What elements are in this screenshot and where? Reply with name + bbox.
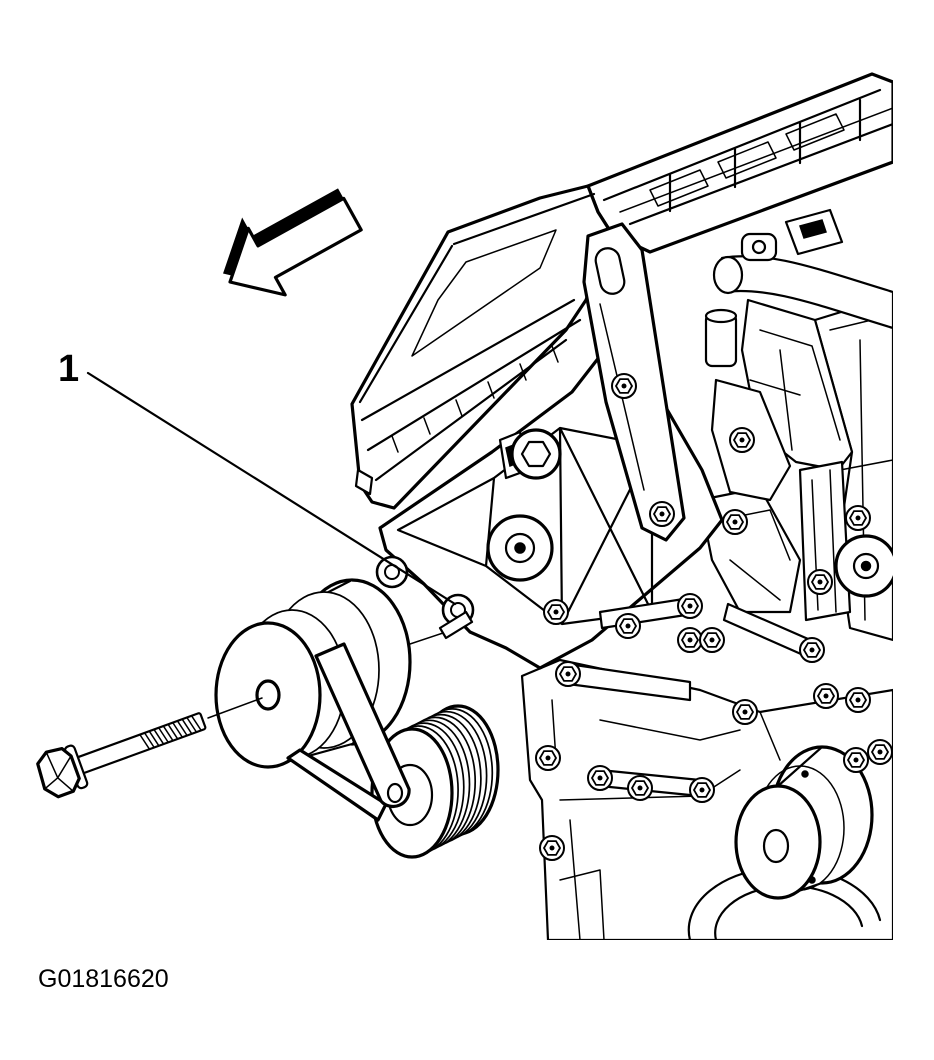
bolt-thread bbox=[139, 715, 202, 750]
bolt-head bbox=[732, 699, 758, 725]
bolt-alignment-line bbox=[207, 697, 263, 719]
bolt-head bbox=[813, 683, 839, 709]
bolt-head bbox=[845, 505, 871, 531]
cam-cover-panel bbox=[411, 229, 557, 357]
tensioner-arm bbox=[314, 642, 411, 809]
intake-manifold-fin bbox=[619, 107, 893, 213]
bolt-head bbox=[615, 613, 641, 639]
cam-cover-edge-line bbox=[358, 192, 596, 482]
bolt-head bbox=[627, 775, 653, 801]
bolt-head bbox=[799, 637, 825, 663]
engine-assembly bbox=[350, 72, 893, 940]
bolt-head bbox=[543, 599, 569, 625]
tensioner-bolt bbox=[36, 712, 207, 799]
right-bracket-line bbox=[749, 329, 841, 451]
tensioner-alignment-line bbox=[403, 631, 447, 647]
callout-label: 1 bbox=[58, 348, 79, 390]
right-idler-pulley-bolt-hole bbox=[860, 560, 872, 572]
cam-cover-stud bbox=[354, 468, 374, 496]
tensioner-arm-pivot-hole bbox=[386, 782, 404, 804]
lift-bracket-slot bbox=[594, 247, 626, 295]
bolt-head bbox=[699, 627, 725, 653]
bolt-head bbox=[677, 593, 703, 619]
bolt-head bbox=[555, 661, 581, 687]
bolt-head bbox=[729, 427, 755, 453]
bolt-head bbox=[677, 627, 703, 653]
bolt-head bbox=[539, 835, 565, 861]
bolt-head bbox=[611, 373, 637, 399]
direction-arrow-icon bbox=[223, 188, 363, 297]
tensioner-pulley-bolt-hole bbox=[255, 679, 281, 711]
coolant-hose-end bbox=[712, 255, 744, 295]
idler-pulley-bolt-hole bbox=[514, 542, 526, 554]
callout-leader-line bbox=[86, 371, 457, 606]
cam-position-sensor-hex bbox=[520, 440, 552, 468]
water-pump-pulley-bolt-hole bbox=[808, 876, 816, 884]
bolt-head bbox=[535, 745, 561, 771]
bolt-head bbox=[689, 777, 715, 803]
sensor-connector-latch bbox=[799, 219, 827, 239]
fuel-injector-cap bbox=[704, 308, 738, 324]
cam-cover-rib bbox=[391, 345, 559, 453]
water-pump-pulley-bolt-hole bbox=[801, 770, 809, 778]
bolt-head bbox=[867, 739, 893, 765]
intake-manifold bbox=[586, 72, 893, 254]
bolt-head bbox=[807, 569, 833, 595]
bolt-head bbox=[722, 509, 748, 535]
bolt-head bbox=[843, 747, 869, 773]
water-pump-pulley-hub bbox=[762, 828, 790, 864]
bolt-shank bbox=[75, 712, 207, 775]
right-column bbox=[798, 460, 852, 622]
bolt-head bbox=[587, 765, 613, 791]
figure-id: G01816620 bbox=[38, 965, 169, 993]
tensioner-dowel bbox=[438, 610, 474, 640]
bolt-head bbox=[845, 687, 871, 713]
bolt-head bbox=[649, 501, 675, 527]
hose-clamp-screw bbox=[751, 239, 767, 255]
drive-belt-tensioner bbox=[36, 578, 500, 859]
direction-arrow-face bbox=[228, 196, 363, 297]
bolt-hex-edge bbox=[43, 751, 75, 793]
